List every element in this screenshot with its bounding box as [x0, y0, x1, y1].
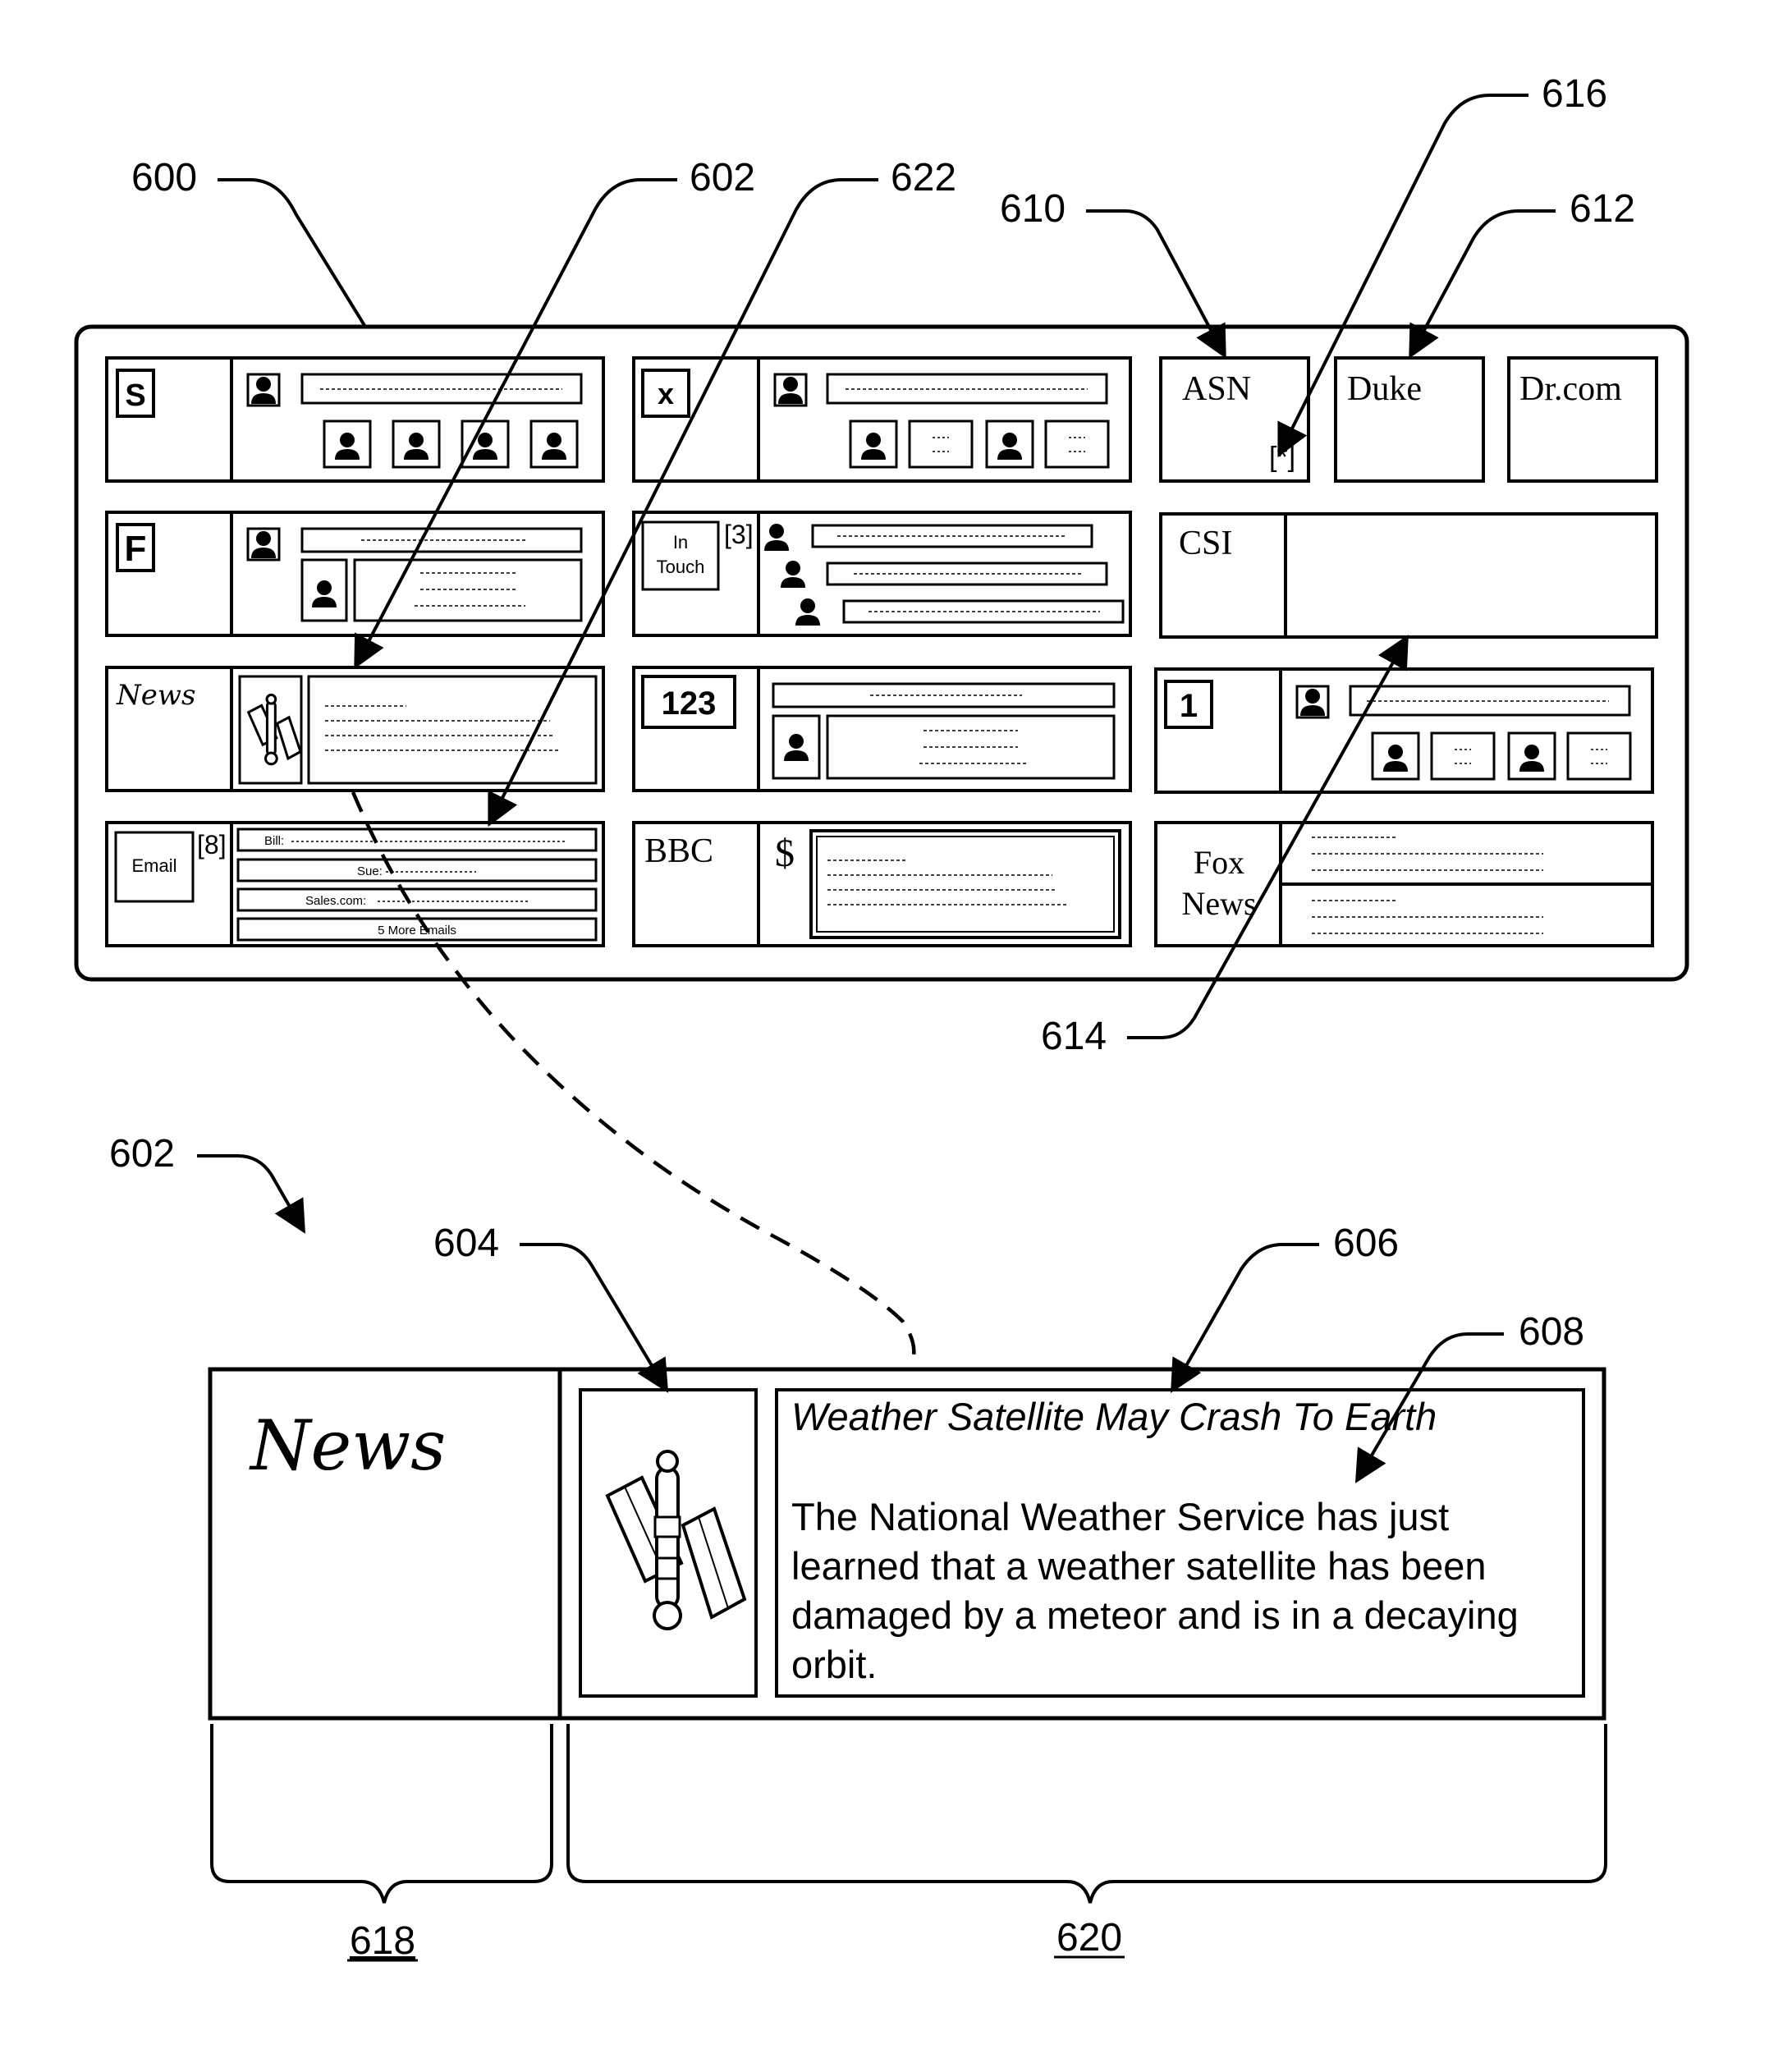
- ref-610: 610: [1000, 187, 1066, 231]
- s-icon: S: [125, 378, 145, 413]
- headline[interactable]: Weather Satellite May Crash To Earth: [791, 1395, 1437, 1438]
- leader-612: [1412, 211, 1556, 353]
- body-line-1: The National Weather Service has just: [791, 1495, 1449, 1538]
- tile-duke[interactable]: Duke: [1336, 358, 1483, 481]
- email-label: Email: [131, 855, 176, 876]
- f-icon: F: [125, 529, 147, 569]
- duke-label: Duke: [1347, 370, 1422, 408]
- leader-610: [1086, 211, 1223, 353]
- leader-602-detail: [197, 1156, 302, 1228]
- email-row-bill: Bill:: [264, 834, 284, 848]
- tile-email[interactable]: Email [8] Bill: Sue: Sales.com: 5 More E…: [107, 823, 603, 946]
- tile-123[interactable]: 123: [634, 667, 1130, 791]
- ref-600: 600: [131, 156, 197, 199]
- num-123: 123: [662, 685, 717, 722]
- x-icon: x: [658, 377, 674, 410]
- brace-618: [212, 1724, 552, 1903]
- ref-612: 612: [1570, 187, 1635, 231]
- email-row-more: 5 More Emails: [378, 924, 456, 937]
- tile-drcom[interactable]: Dr.com: [1509, 358, 1657, 481]
- ref-602-detail: 602: [109, 1132, 175, 1176]
- tile-asn[interactable]: ASN [*]: [1161, 358, 1308, 481]
- ref-602: 602: [690, 156, 755, 199]
- leader-600: [218, 180, 365, 327]
- leader-606: [1174, 1245, 1319, 1387]
- one-icon: 1: [1180, 688, 1198, 724]
- brace-620: [568, 1724, 1606, 1903]
- news-tile-detail[interactable]: News Weather Satellite May Crash To Eart…: [210, 1369, 1604, 1718]
- news-label-small: News: [116, 679, 195, 712]
- tile-news[interactable]: News: [107, 667, 603, 791]
- tile-f[interactable]: F: [107, 512, 603, 635]
- ref-622: 622: [891, 156, 956, 199]
- ref-618: 618: [350, 1919, 415, 1963]
- intouch-line2: Touch: [657, 557, 705, 577]
- tile-1[interactable]: 1: [1156, 669, 1652, 792]
- body-line-4: orbit.: [791, 1643, 878, 1686]
- tile-bbc[interactable]: BBC $: [634, 823, 1130, 946]
- body-line-3: damaged by a meteor and is in a decaying: [791, 1593, 1519, 1637]
- intouch-badge: [3]: [724, 520, 754, 549]
- tile-fox-news[interactable]: Fox News: [1156, 823, 1652, 946]
- tile-x[interactable]: x: [634, 358, 1130, 481]
- email-row-sue: Sue:: [357, 864, 383, 878]
- tile-csi[interactable]: CSI: [1161, 514, 1657, 637]
- ref-608: 608: [1519, 1310, 1584, 1354]
- satellite-icon: [607, 1451, 745, 1629]
- tile-s[interactable]: S: [107, 358, 603, 481]
- satellite-icon-small: [249, 694, 300, 763]
- ref-616: 616: [1542, 72, 1607, 116]
- fox-line2: News: [1181, 885, 1256, 922]
- csi-label: CSI: [1179, 525, 1232, 562]
- tile-in-touch[interactable]: In Touch [3]: [634, 512, 1130, 635]
- bbc-label: BBC: [644, 832, 713, 870]
- dollar-icon: $: [775, 832, 795, 875]
- drcom-label: Dr.com: [1519, 370, 1622, 408]
- ref-614: 614: [1041, 1015, 1107, 1058]
- email-row-sales: Sales.com:: [305, 894, 366, 908]
- asn-label: ASN: [1182, 370, 1251, 408]
- leader-604: [520, 1245, 665, 1387]
- news-brand-label: News: [249, 1405, 446, 1486]
- ref-620: 620: [1056, 1916, 1122, 1960]
- body-line-2: learned that a weather satellite has bee…: [791, 1544, 1487, 1588]
- fox-line1: Fox: [1194, 844, 1244, 881]
- intouch-line1: In: [673, 532, 688, 552]
- ref-606: 606: [1333, 1222, 1399, 1265]
- email-badge: [8]: [197, 830, 227, 860]
- ref-604: 604: [433, 1222, 499, 1265]
